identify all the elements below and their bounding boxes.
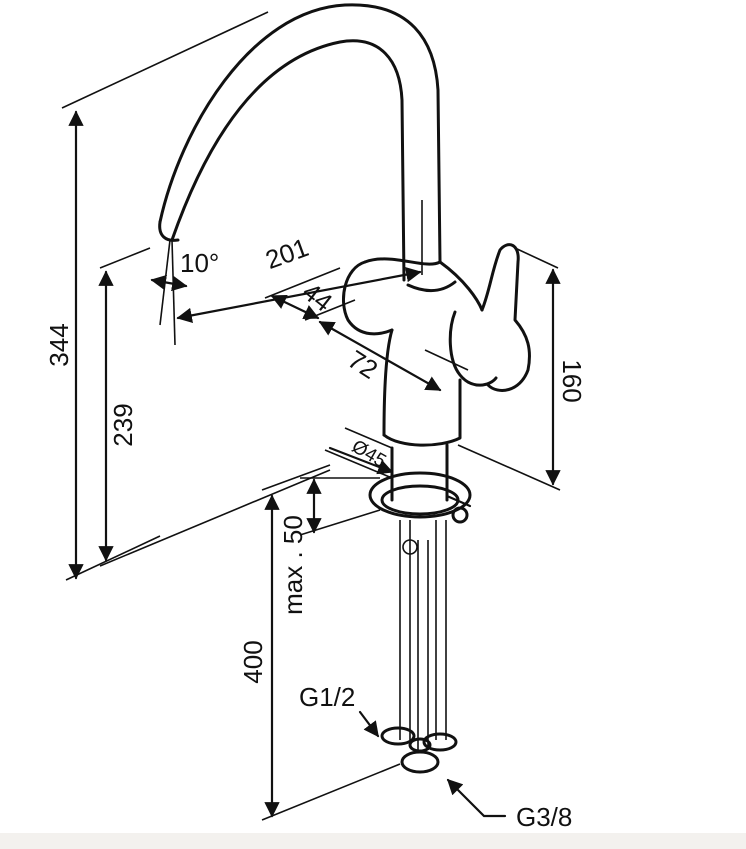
leader-g12 [358,710,380,738]
lever-handle [448,243,531,392]
dimension-344 [61,11,269,581]
dimension-160 [457,247,561,491]
label-body-height: 160 [557,359,587,402]
dimension-diameter [324,427,472,508]
label-hose-length: 400 [238,640,268,683]
leader-g38 [446,778,507,818]
dimension-44-72 [264,267,469,392]
label-supply-thread: G3/8 [516,802,572,832]
dimension-400 [261,464,401,821]
dimension-max50 [299,477,381,536]
label-body-depth: 72 [343,344,384,385]
label-base-diameter: Ø45 [348,436,390,472]
label-hose-thread: G1/2 [299,682,355,712]
bottom-strip [0,833,746,849]
supply-hoses [380,520,458,774]
label-spout-reach: 201 [261,232,312,275]
label-total-height: 344 [44,323,74,366]
spout [158,3,442,282]
label-max-deck: max . 50 [278,515,308,615]
dimension-201 [176,200,423,323]
dimension-239 [98,247,331,567]
label-spout-height: 239 [108,403,138,446]
label-spout-angle: 10° [180,248,219,278]
